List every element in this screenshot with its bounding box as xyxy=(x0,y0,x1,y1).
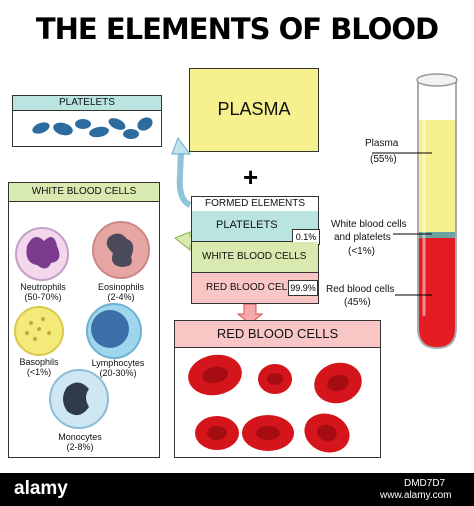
monocytes-label: Monocytes xyxy=(58,432,102,442)
formed-row-wbc-label: WHITE BLOOD CELLS xyxy=(202,251,307,262)
formed-row-wbc: WHITE BLOOD CELLS xyxy=(192,242,318,273)
eosinophils-label: Eosinophils xyxy=(97,282,145,292)
formed-row-rbc-label: RED BLOOD CELLS xyxy=(206,282,300,293)
tube-plasma-label: Plasma xyxy=(365,138,399,149)
monocytes-pct: (2-8%) xyxy=(66,442,94,452)
wbc-header: WHITE BLOOD CELLS xyxy=(9,183,159,202)
rbc-box: RED BLOOD CELLS xyxy=(174,320,381,458)
formed-elements-box: FORMED ELEMENTS PLATELETS 0.1% WHITE BLO… xyxy=(191,196,320,304)
page-title: THE ELEMENTS OF BLOOD xyxy=(35,12,439,46)
platelets-box: PLATELETS xyxy=(12,95,162,147)
formed-row-rbc-percent: 99.9% xyxy=(288,280,318,296)
watermark-url: www.alamy.com xyxy=(380,490,452,501)
tube-wbc-pct: (<1%) xyxy=(348,246,375,257)
watermark-brand: alamy xyxy=(14,478,68,499)
basophils-pct: (<1%) xyxy=(26,367,52,377)
plasma-box: PLASMA xyxy=(189,68,319,152)
test-tube xyxy=(416,73,458,350)
platelets-illustration xyxy=(32,117,153,139)
plus-sign: + xyxy=(243,162,259,192)
formed-row-platelets: PLATELETS 0.1% xyxy=(192,211,320,245)
tube-plasma-pct: (55%) xyxy=(370,154,397,165)
tube-wbc-label-1: White blood cells xyxy=(331,219,407,230)
watermark-stock-id: DMD7D7 xyxy=(404,478,446,489)
neutrophils-label: Neutrophils xyxy=(20,282,66,292)
platelets-header: PLATELETS xyxy=(13,96,161,111)
wbc-box: WHITE BLOOD CELLS Neutrophils (50-70%) E… xyxy=(8,182,160,458)
neutrophils-pct: (50-70%) xyxy=(24,292,62,302)
rbc-illustration xyxy=(188,354,362,453)
plasma-label: PLASMA xyxy=(217,99,291,119)
watermark-bar: alamy DMD7D7 www.alamy.com xyxy=(0,473,474,506)
lymphocytes-label: Lymphocytes xyxy=(91,358,145,368)
tube-wbc-label-2: and platelets xyxy=(334,232,391,243)
eosinophils-pct: (2-4%) xyxy=(107,292,135,302)
lymphocytes-pct: (20-30%) xyxy=(99,368,137,378)
formed-row-platelets-label: PLATELETS xyxy=(216,219,278,231)
rbc-header: RED BLOOD CELLS xyxy=(175,321,380,348)
basophils-label: Basophils xyxy=(19,357,59,367)
wbc-illustrations xyxy=(14,221,150,429)
tube-rbc-label: Red blood cells xyxy=(326,284,395,295)
formed-row-rbc: RED BLOOD CELLS 99.9% xyxy=(192,273,318,303)
tube-rbc-pct: (45%) xyxy=(344,297,371,308)
